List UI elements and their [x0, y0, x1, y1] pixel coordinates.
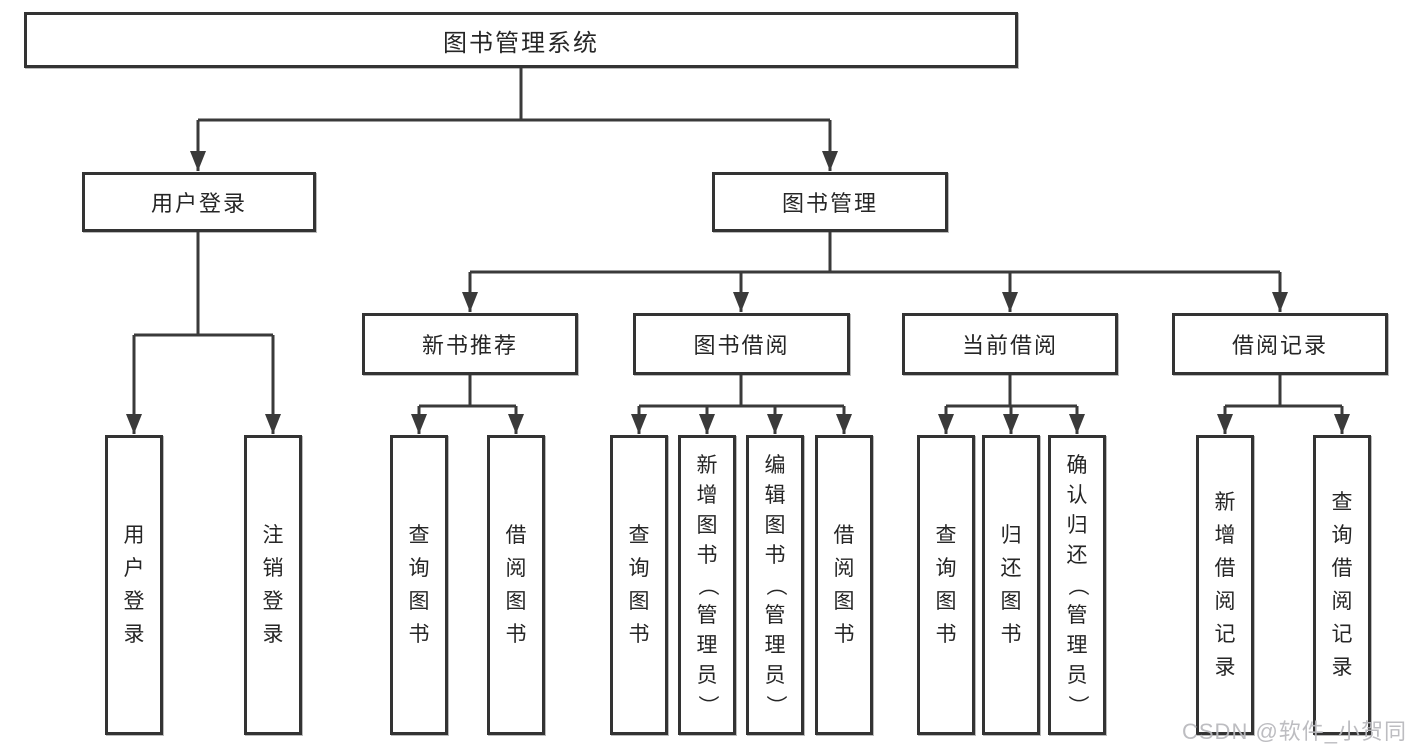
node-new-book-recommendation: 新书推荐 [362, 313, 578, 375]
leaf-confirm-return-admin: 确认归还（管理员） [1048, 435, 1106, 735]
leaf-query-borrow-record: 查询借阅记录 [1313, 435, 1371, 735]
node-book-borrowing: 图书借阅 [633, 313, 850, 375]
leaf-add-book-admin: 新增图书（管理员） [678, 435, 736, 735]
node-book-management: 图书管理 [712, 172, 948, 232]
leaf-query-books-borrow: 查询图书 [610, 435, 668, 735]
node-user-login: 用户登录 [82, 172, 316, 232]
leaf-edit-book-admin: 编辑图书（管理员） [746, 435, 804, 735]
node-library-management-system: 图书管理系统 [24, 12, 1018, 68]
leaf-query-books-recommend: 查询图书 [390, 435, 448, 735]
leaf-borrow-books: 借阅图书 [815, 435, 873, 735]
leaf-borrow-books-recommend: 借阅图书 [487, 435, 545, 735]
leaf-query-books-current: 查询图书 [917, 435, 975, 735]
leaf-user-login: 用户登录 [105, 435, 163, 735]
node-current-borrowing: 当前借阅 [902, 313, 1118, 375]
watermark-text: CSDN @软件_小贺同学 [1182, 719, 1405, 744]
leaf-return-books: 归还图书 [982, 435, 1040, 735]
leaf-logout: 注销登录 [244, 435, 302, 735]
node-borrowing-records: 借阅记录 [1172, 313, 1388, 375]
leaf-add-borrow-record: 新增借阅记录 [1196, 435, 1254, 735]
